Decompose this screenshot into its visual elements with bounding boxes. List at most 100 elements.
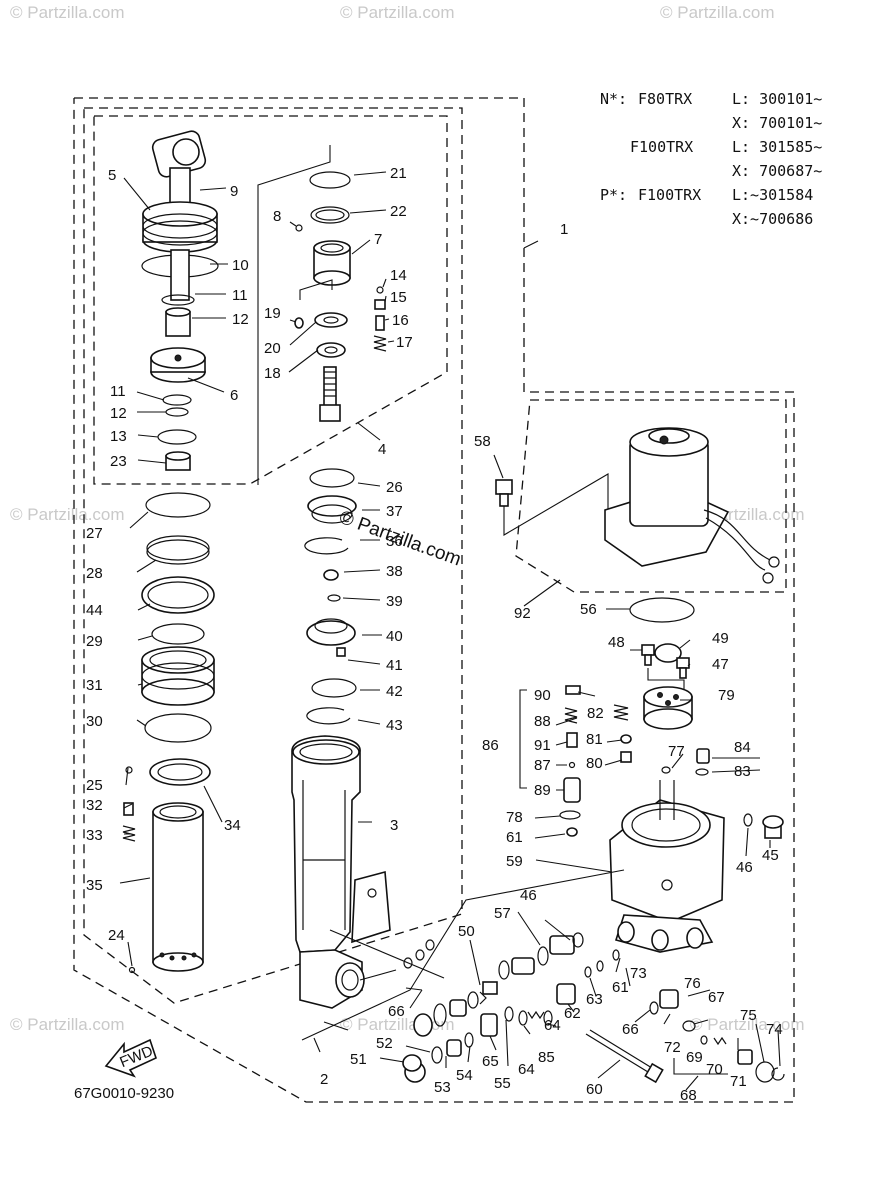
note-model: F100TRX <box>630 138 693 156</box>
callout-56: 56 <box>580 601 597 618</box>
callout-49: 49 <box>712 630 729 647</box>
watermark-text: © Partzilla.com <box>10 3 125 22</box>
o-ring-part <box>537 946 549 966</box>
rod-shaft <box>170 249 190 301</box>
rod-eye-bore <box>172 138 200 166</box>
o-ring-part <box>311 678 357 698</box>
valve-part <box>511 957 535 975</box>
callout-30: 30 <box>86 713 103 730</box>
long-bolt-part <box>585 1029 653 1073</box>
lower-valve-parts <box>301 869 785 1084</box>
circlip-part <box>771 1067 785 1081</box>
assembly-boundaries <box>73 97 795 1103</box>
callout-52: 52 <box>376 1035 393 1052</box>
callout-87: 87 <box>534 757 551 774</box>
o-ring-part <box>559 810 581 820</box>
o-ring-part <box>162 394 192 406</box>
bolt-part <box>323 366 337 410</box>
callout-65: 65 <box>482 1053 499 1070</box>
o-ring-part <box>596 960 604 972</box>
watermark-text: © Partzilla.com <box>10 1015 125 1034</box>
watermark-text: © Partzilla.com <box>660 3 775 22</box>
o-ring-part <box>310 206 350 224</box>
callout-23: 23 <box>110 453 127 470</box>
washer-part <box>316 342 346 358</box>
spring-part <box>527 1010 545 1020</box>
callout-34: 34 <box>224 817 241 834</box>
pump-parts <box>519 597 784 953</box>
o-ring-part <box>415 949 425 961</box>
spring-part <box>564 707 578 724</box>
callout-44: 44 <box>86 602 103 619</box>
callout-17: 17 <box>396 334 413 351</box>
valve-seat-part <box>374 299 386 310</box>
callout-22: 22 <box>390 203 407 220</box>
callout-45: 45 <box>762 847 779 864</box>
ball-part <box>661 766 671 774</box>
callout-75: 75 <box>740 1007 757 1024</box>
o-ring-part <box>695 768 709 776</box>
tilt-rod-assembly <box>141 130 219 471</box>
callout-10: 10 <box>232 257 249 274</box>
watermark-text: © Partzilla.com <box>10 505 125 524</box>
callout-1: 1 <box>560 221 568 238</box>
o-ring-part <box>403 957 413 969</box>
callout-76: 76 <box>684 975 701 992</box>
callout-42: 42 <box>386 683 403 700</box>
callout-53: 53 <box>434 1079 451 1096</box>
plug-part <box>323 569 339 581</box>
callout-61: 61 <box>612 979 629 996</box>
callout-28: 28 <box>86 565 103 582</box>
callout-79: 79 <box>718 687 735 704</box>
o-ring-part <box>584 966 592 978</box>
callout-64: 64 <box>544 1017 561 1034</box>
spring-part <box>373 335 387 352</box>
tilt-cylinder-body <box>291 735 361 953</box>
note-prefix: P*: <box>600 186 627 204</box>
plug-part <box>737 1049 753 1065</box>
o-ring-part <box>572 932 584 948</box>
ball-part <box>700 1035 708 1045</box>
valve-part <box>566 732 578 748</box>
bolt-part <box>641 644 655 656</box>
circlip-part <box>306 707 351 725</box>
seal-part <box>307 495 357 517</box>
filter-part <box>654 643 682 663</box>
o-ring-part <box>309 468 355 488</box>
callout-27: 27 <box>86 525 103 542</box>
valve-part <box>449 999 467 1017</box>
callout-29: 29 <box>86 633 103 650</box>
watermark-text: © Partzilla.com <box>340 3 455 22</box>
bolt-part <box>676 657 690 669</box>
callout-5: 5 <box>108 167 116 184</box>
ball-part <box>376 286 384 294</box>
callout-90: 90 <box>534 687 551 704</box>
callout-74: 74 <box>766 1021 783 1038</box>
model-notes: N*: F80TRX L: 300101~ X: 700101~ F100TRX… <box>600 90 822 228</box>
callout-13: 13 <box>110 428 127 445</box>
callout-26: 26 <box>386 479 403 496</box>
assembly-4-outline <box>93 115 448 485</box>
tilt-cylinder-parts <box>291 468 391 1009</box>
callout-4: 4 <box>378 441 386 458</box>
callout-33: 33 <box>86 827 103 844</box>
callout-25: 25 <box>86 777 103 794</box>
fwd-arrow-icon <box>104 1038 157 1078</box>
callout-37: 37 <box>386 503 403 520</box>
callout-21: 21 <box>390 165 407 182</box>
callout-18: 18 <box>264 365 281 382</box>
o-ring-part <box>433 1003 447 1027</box>
callout-70: 70 <box>706 1061 723 1078</box>
ball-part <box>295 224 303 232</box>
callout-91: 91 <box>534 737 551 754</box>
callout-48: 48 <box>608 634 625 651</box>
callout-84: 84 <box>734 739 751 756</box>
callout-8: 8 <box>273 208 281 225</box>
callout-88: 88 <box>534 713 551 730</box>
callout-57: 57 <box>494 905 511 922</box>
backup-ring-part <box>165 407 189 417</box>
pin-part <box>696 748 710 764</box>
callout-43: 43 <box>386 717 403 734</box>
plate-part <box>314 312 348 328</box>
o-ring-part <box>157 429 197 445</box>
